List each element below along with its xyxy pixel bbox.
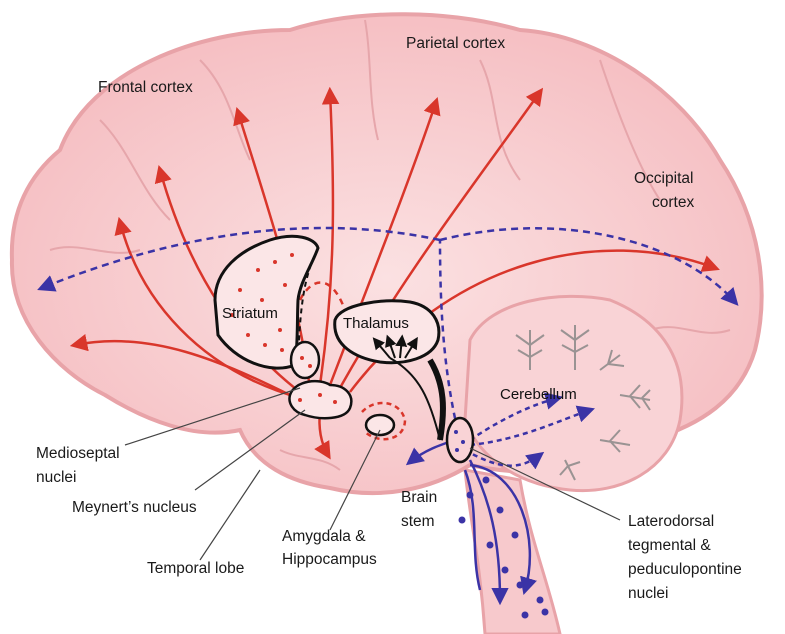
nuclei-dots xyxy=(298,356,337,404)
blue-dots xyxy=(458,476,549,619)
striatum-outline xyxy=(213,234,320,370)
thalamus-fibers xyxy=(372,334,441,441)
label-medioseptal-line1: Medioseptal xyxy=(36,445,120,462)
gyri-lines xyxy=(49,19,731,471)
striatum-dots xyxy=(230,253,294,352)
label-laterodorsal-line4: nuclei xyxy=(628,585,669,602)
label-thalamus: Thalamus xyxy=(343,315,409,332)
label-amygdala-line2: Hippocampus xyxy=(282,551,377,568)
label-occipital-line2: cortex xyxy=(652,194,694,211)
label-frontal-cortex: Frontal cortex xyxy=(98,79,193,96)
label-brain-stem-line1: Brain xyxy=(401,489,437,506)
label-brain-stem-line2: stem xyxy=(401,513,435,530)
cerebellum-folia xyxy=(515,325,651,481)
label-temporal-lobe: Temporal lobe xyxy=(147,560,244,577)
label-medioseptal-line2: nuclei xyxy=(36,469,77,486)
label-amygdala-line1: Amygdala & xyxy=(282,528,366,545)
blue-pathways xyxy=(37,226,739,606)
label-cerebellum: Cerebellum xyxy=(500,386,577,403)
leader-lines xyxy=(124,387,621,561)
label-occipital-line1: Occipital xyxy=(634,170,693,187)
label-laterodorsal-line1: Laterodorsal xyxy=(628,513,714,530)
label-laterodorsal-line3: peduculopontine xyxy=(628,561,742,578)
label-striatum: Striatum xyxy=(222,305,278,322)
label-parietal-cortex: Parietal cortex xyxy=(406,35,505,52)
basal-forebrain-nuclei xyxy=(288,340,396,437)
cerebellum-shape xyxy=(463,294,684,493)
laterodorsal-nucleus xyxy=(445,416,475,464)
label-meynert-nucleus: Meynert’s nucleus xyxy=(72,499,197,516)
label-laterodorsal-line2: tegmental & xyxy=(628,537,711,554)
